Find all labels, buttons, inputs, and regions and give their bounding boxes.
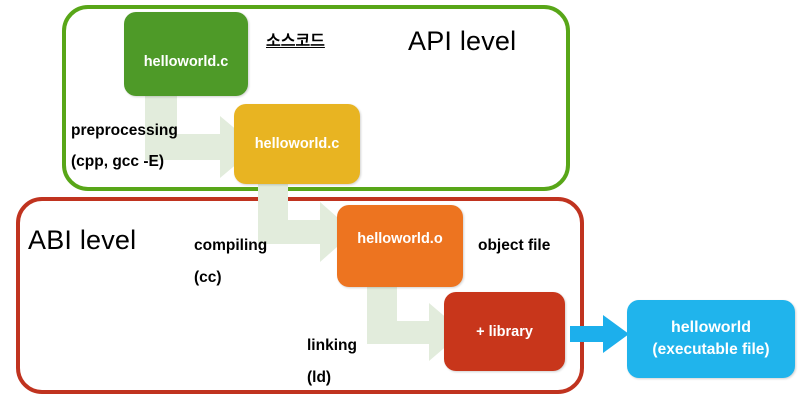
executable-arrow bbox=[570, 314, 630, 354]
label-compiling-tools: (cc) bbox=[194, 269, 222, 286]
label-preprocessing-step: preprocessing bbox=[71, 122, 178, 139]
label-sourcecode: 소스코드 bbox=[266, 33, 325, 50]
node-source-helloworld-c[interactable]: helloworld.c bbox=[124, 12, 248, 96]
label-preprocessing-tools: (cpp, gcc -E) bbox=[71, 153, 165, 170]
node-source-label: helloworld.c bbox=[143, 54, 229, 70]
label-object-file: object file bbox=[478, 237, 551, 254]
node-preprocessed-label: helloworld.c bbox=[254, 136, 340, 152]
label-linking-tools: (ld) bbox=[307, 369, 332, 386]
node-executable-helloworld[interactable]: helloworld (executable file) bbox=[627, 300, 795, 378]
node-library[interactable]: + library bbox=[444, 292, 565, 371]
node-object-label: helloworld.o bbox=[357, 231, 443, 247]
node-object-helloworld-o[interactable]: helloworld.o bbox=[337, 205, 463, 287]
node-library-label: + library bbox=[476, 323, 533, 340]
api-level-title: API level bbox=[408, 26, 517, 56]
label-linking-step: linking bbox=[307, 337, 357, 354]
node-preprocessed-helloworld-c[interactable]: helloworld.c bbox=[234, 104, 360, 184]
label-compiling-step: compiling bbox=[194, 237, 268, 254]
node-executable-label: helloworld bbox=[671, 319, 751, 337]
abi-level-title: ABI level bbox=[28, 225, 137, 255]
node-executable-sublabel: (executable file) bbox=[652, 341, 770, 359]
